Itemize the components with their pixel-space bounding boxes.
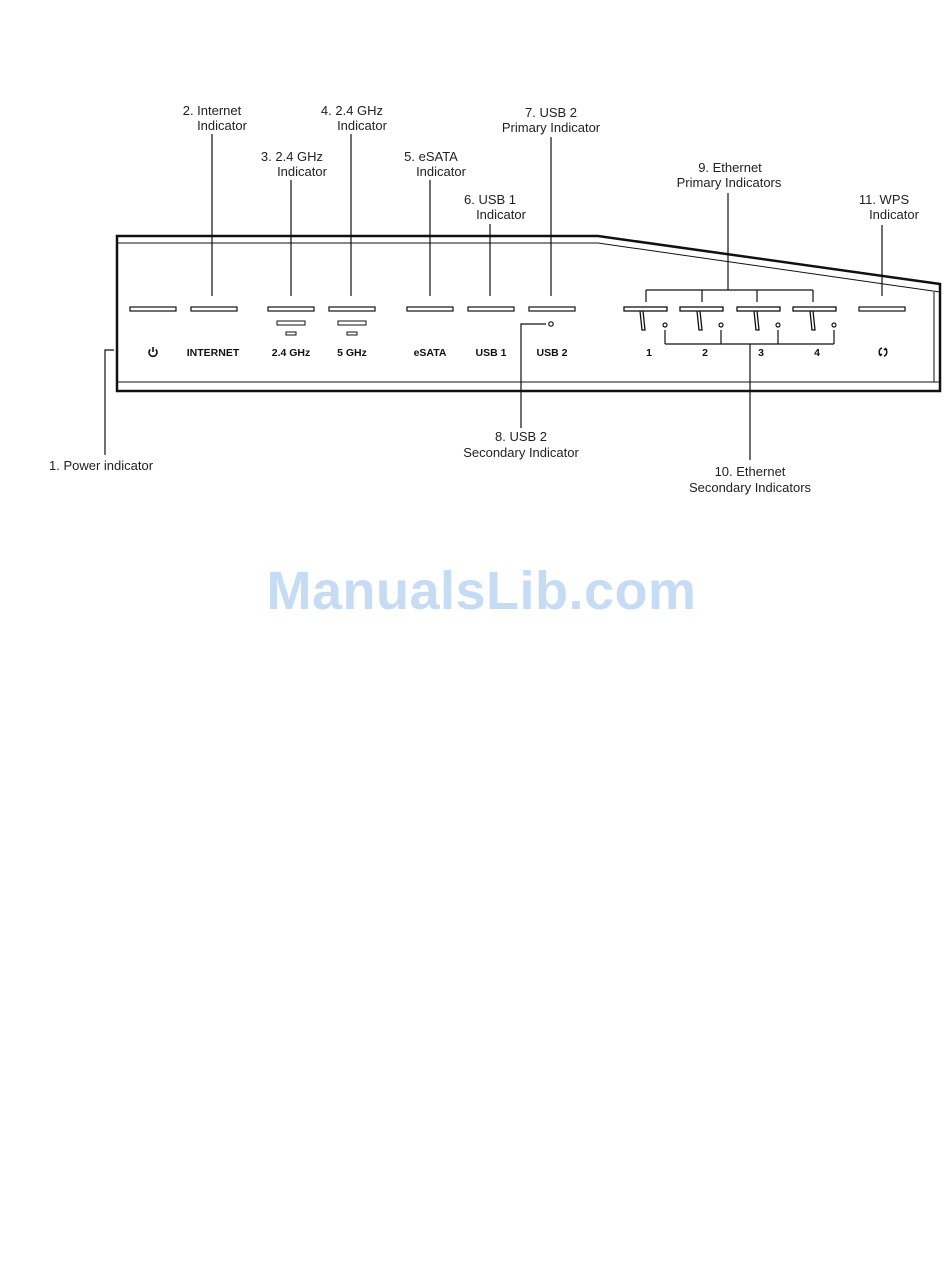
leader-9 bbox=[645, 193, 814, 302]
callout-8-line-1: 8. USB 2 bbox=[495, 429, 547, 444]
leader-10 bbox=[664, 330, 835, 460]
callout-4-line-2: Indicator bbox=[337, 118, 388, 133]
callout-1: 1. Power indicator bbox=[49, 458, 154, 473]
callout-4-line-1: 4. 2.4 GHz bbox=[321, 103, 383, 118]
led-bars bbox=[129, 306, 906, 312]
power-led bbox=[129, 306, 177, 312]
wps-led bbox=[858, 306, 906, 312]
usb2-primary-led bbox=[528, 306, 576, 312]
eth3-primary-led bbox=[736, 306, 781, 331]
callout-6-line-2: Indicator bbox=[476, 207, 527, 222]
callout-2-line-2: Indicator bbox=[197, 118, 248, 133]
ethernet-primary-leds bbox=[623, 306, 837, 331]
internet-led bbox=[190, 306, 238, 312]
callout-3-line-1: 3. 2.4 GHz bbox=[261, 149, 323, 164]
ghz5-led bbox=[328, 306, 376, 312]
eth4-secondary-dot bbox=[831, 322, 837, 328]
internet-label: INTERNET bbox=[187, 347, 240, 359]
usb1-label: USB 1 bbox=[476, 347, 507, 359]
ghz24-signal-bar-1 bbox=[276, 320, 306, 326]
callout-2-line-1: 2. Internet bbox=[183, 103, 242, 118]
callout-11-line-1: 11. WPS bbox=[859, 192, 910, 207]
callouts: 1. Power indicator 2. Internet Indicator… bbox=[49, 103, 920, 495]
ghz5-label: 5 GHz bbox=[337, 347, 367, 359]
ghz5-signal-bar-1 bbox=[337, 320, 367, 326]
ghz24-label: 2.4 GHz bbox=[272, 347, 311, 359]
esata-led bbox=[406, 306, 454, 312]
eth2-label: 2 bbox=[702, 347, 708, 359]
callout-9-line-2: Primary Indicators bbox=[677, 175, 782, 190]
eth1-label: 1 bbox=[646, 347, 652, 359]
callout-3-line-2: Indicator bbox=[277, 164, 328, 179]
wps-icon bbox=[878, 347, 888, 357]
usb1-led bbox=[467, 306, 515, 312]
eth4-label: 4 bbox=[814, 347, 820, 359]
callout-6-line-1: 6. USB 1 bbox=[464, 192, 516, 207]
callout-8-line-2: Secondary Indicator bbox=[463, 445, 579, 460]
power-icon bbox=[148, 347, 158, 358]
leader-1 bbox=[104, 349, 114, 455]
callout-5-line-2: Indicator bbox=[416, 164, 467, 179]
leader-8 bbox=[520, 323, 546, 428]
callout-7-line-2: Primary Indicator bbox=[502, 120, 601, 135]
callout-5-line-1: 5. eSATA bbox=[404, 149, 458, 164]
secondary-dots bbox=[548, 321, 837, 328]
eth3-secondary-dot bbox=[775, 322, 781, 328]
esata-label: eSATA bbox=[414, 347, 447, 359]
ghz5-signal-bar-2 bbox=[346, 331, 358, 336]
eth3-label: 3 bbox=[758, 347, 764, 359]
eth1-secondary-dot bbox=[662, 322, 668, 328]
leader-lines bbox=[104, 134, 883, 460]
usb2-secondary-dot bbox=[548, 321, 554, 327]
eth2-secondary-dot bbox=[718, 322, 724, 328]
callout-7-line-1: 7. USB 2 bbox=[525, 105, 577, 120]
eth2-primary-led bbox=[679, 306, 724, 331]
callout-10-line-1: 10. Ethernet bbox=[715, 464, 786, 479]
callout-9-line-1: 9. Ethernet bbox=[698, 160, 762, 175]
callout-11-line-2: Indicator bbox=[869, 207, 920, 222]
wifi-signal-bars bbox=[276, 320, 367, 336]
callout-10-line-2: Secondary Indicators bbox=[689, 480, 812, 495]
eth1-primary-led bbox=[623, 306, 668, 331]
panel-labels: INTERNET 2.4 GHz 5 GHz eSATA USB 1 USB 2… bbox=[148, 347, 888, 359]
ghz24-led bbox=[267, 306, 315, 312]
router-body bbox=[115, 234, 942, 393]
ghz24-signal-bar-2 bbox=[285, 331, 297, 336]
usb2-label: USB 2 bbox=[537, 347, 568, 359]
watermark-text: ManualsLib.com bbox=[266, 561, 697, 621]
eth4-primary-led bbox=[792, 306, 837, 331]
